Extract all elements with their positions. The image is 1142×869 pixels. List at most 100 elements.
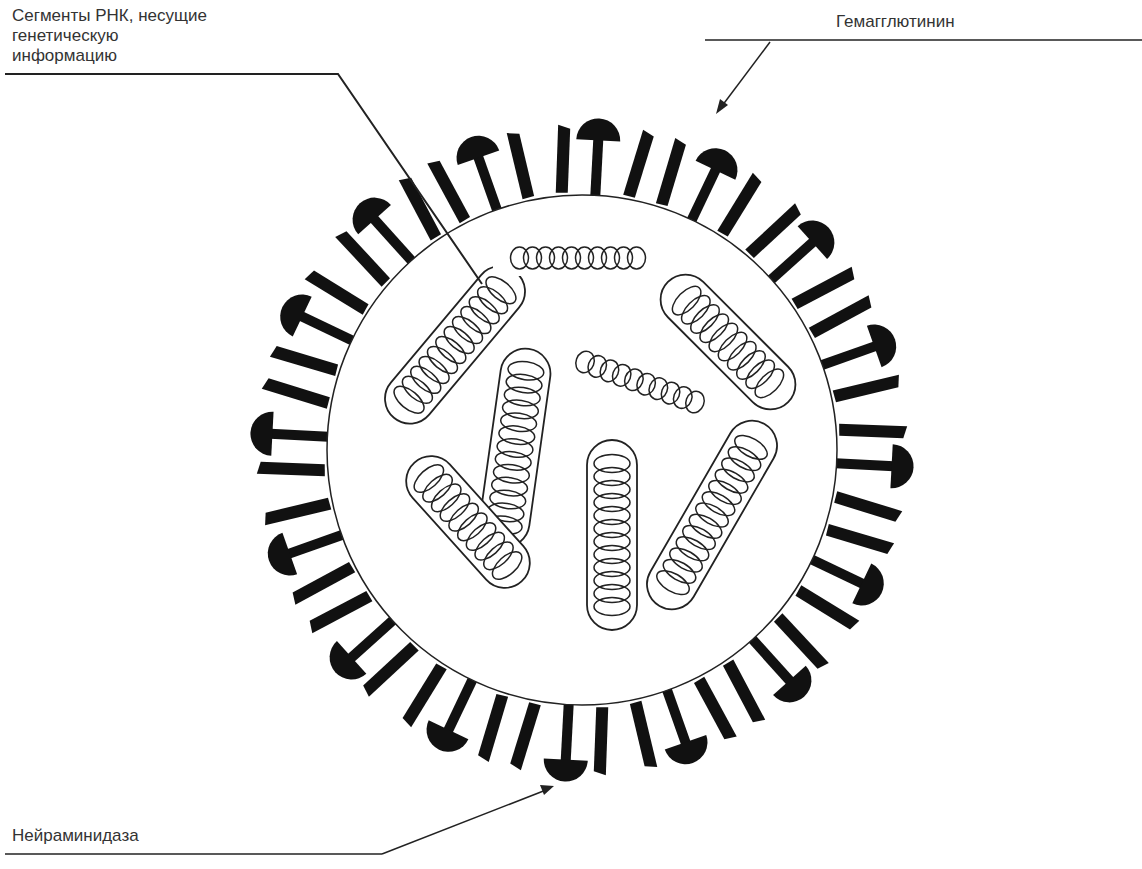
hemagglutinin-spike xyxy=(833,491,903,523)
rna-coil xyxy=(465,292,504,329)
neuraminidase-stem xyxy=(835,458,893,471)
rna-coil xyxy=(436,489,475,526)
rna-coil xyxy=(585,353,609,380)
hemagglutinin-spike xyxy=(839,423,907,439)
arrow-head xyxy=(540,785,554,795)
neuraminidase-stem xyxy=(820,341,878,370)
hemagglutinin-spike xyxy=(833,372,903,405)
rna-segment xyxy=(650,264,806,420)
rna-coil xyxy=(594,598,630,616)
hemagglutinin-spike xyxy=(504,130,537,200)
rna-coil xyxy=(501,398,539,421)
spike xyxy=(543,703,591,783)
rna-coil xyxy=(418,469,457,506)
rna-coil xyxy=(496,437,534,460)
spike xyxy=(838,418,908,443)
hemagglutinin-spike xyxy=(745,201,803,260)
rna-coil xyxy=(427,479,466,516)
spike xyxy=(623,128,655,199)
rna-coil xyxy=(573,349,597,376)
neuraminidase-head xyxy=(773,666,820,712)
spike xyxy=(397,661,451,730)
hemagglutinin-spike xyxy=(792,264,858,311)
neuraminidase-stem xyxy=(298,311,355,345)
rna-coil xyxy=(406,361,445,398)
rna-segment xyxy=(396,446,540,598)
hemagglutinin-spike xyxy=(262,495,332,528)
hemagglutinin-spike xyxy=(509,701,541,771)
rna-coil xyxy=(731,431,771,465)
neuraminidase-stem xyxy=(473,154,502,212)
neuraminidase-head xyxy=(450,130,499,165)
hemagglutinin-spike xyxy=(720,660,767,726)
hemagglutinin-spike xyxy=(593,707,609,775)
neuraminidase-stem xyxy=(687,166,721,223)
leader-line xyxy=(5,853,382,855)
rna-coil xyxy=(440,322,479,359)
rna-coil xyxy=(479,537,518,574)
spike xyxy=(589,706,614,776)
neuraminidase-head xyxy=(249,411,273,456)
rna-coil xyxy=(723,337,761,375)
rna-coil xyxy=(453,508,492,545)
arrow-head xyxy=(716,99,728,114)
rna-coil xyxy=(658,380,682,407)
hemagglutinin-spike xyxy=(269,345,339,376)
neuraminidase-stem xyxy=(347,616,397,662)
rna-coil xyxy=(671,384,695,411)
rna-coil xyxy=(683,389,707,416)
neuraminidase-head xyxy=(343,189,390,235)
rna-capsule xyxy=(587,440,637,630)
rna-coil xyxy=(490,475,528,498)
rna-coil xyxy=(695,309,733,347)
neuraminidase-head xyxy=(867,318,902,367)
spike xyxy=(504,129,538,200)
rna-capsule xyxy=(650,264,806,420)
rna-coil xyxy=(473,282,512,319)
hemagglutinin-spike xyxy=(396,174,443,240)
neuraminidase-head xyxy=(321,641,367,688)
rna-segments xyxy=(375,240,806,630)
leader-line xyxy=(722,42,770,106)
hemagglutinin-spike xyxy=(717,171,763,238)
hemagglutinin-spike xyxy=(656,137,687,207)
spike xyxy=(835,441,915,489)
rna-ground xyxy=(554,336,726,428)
rna-coil xyxy=(431,332,470,369)
rna-coil xyxy=(741,355,779,393)
rna-coil xyxy=(423,341,462,378)
hemagglutinin-spike xyxy=(809,293,875,341)
rna-coil xyxy=(505,372,543,395)
spike xyxy=(814,318,902,386)
leader-line xyxy=(5,74,482,284)
neuraminidase-head xyxy=(543,758,588,782)
spike xyxy=(627,700,661,771)
neuraminidase-stem xyxy=(443,677,477,734)
spike xyxy=(261,495,332,529)
rna-coil xyxy=(498,424,536,447)
neuraminidase-stem xyxy=(809,555,866,589)
rna-coil xyxy=(456,302,495,339)
neuraminidase-head xyxy=(665,735,714,770)
neuraminidase-stem xyxy=(561,703,574,761)
neuraminidase-head xyxy=(576,117,621,141)
hemagglutinin-spike xyxy=(825,524,895,555)
spike xyxy=(833,491,904,523)
spike xyxy=(824,519,896,559)
spike xyxy=(260,377,331,409)
hemagglutinin-spike xyxy=(257,461,325,477)
hemagglutinin-spike xyxy=(772,613,831,671)
part-label: Сегменты РНК, несущие генетическую инфор… xyxy=(12,6,212,66)
rna-coil xyxy=(389,381,428,418)
rna-coil xyxy=(597,357,621,384)
rna-coil xyxy=(634,371,658,398)
rna-coil xyxy=(489,488,527,511)
rna-segment xyxy=(554,336,726,428)
rna-segment xyxy=(638,412,786,619)
rna-coil xyxy=(507,359,545,382)
rna-coil xyxy=(415,351,454,388)
neuraminidase-stem xyxy=(286,530,344,559)
rna-coil xyxy=(686,300,724,338)
hemagglutinin-spike xyxy=(401,662,447,729)
